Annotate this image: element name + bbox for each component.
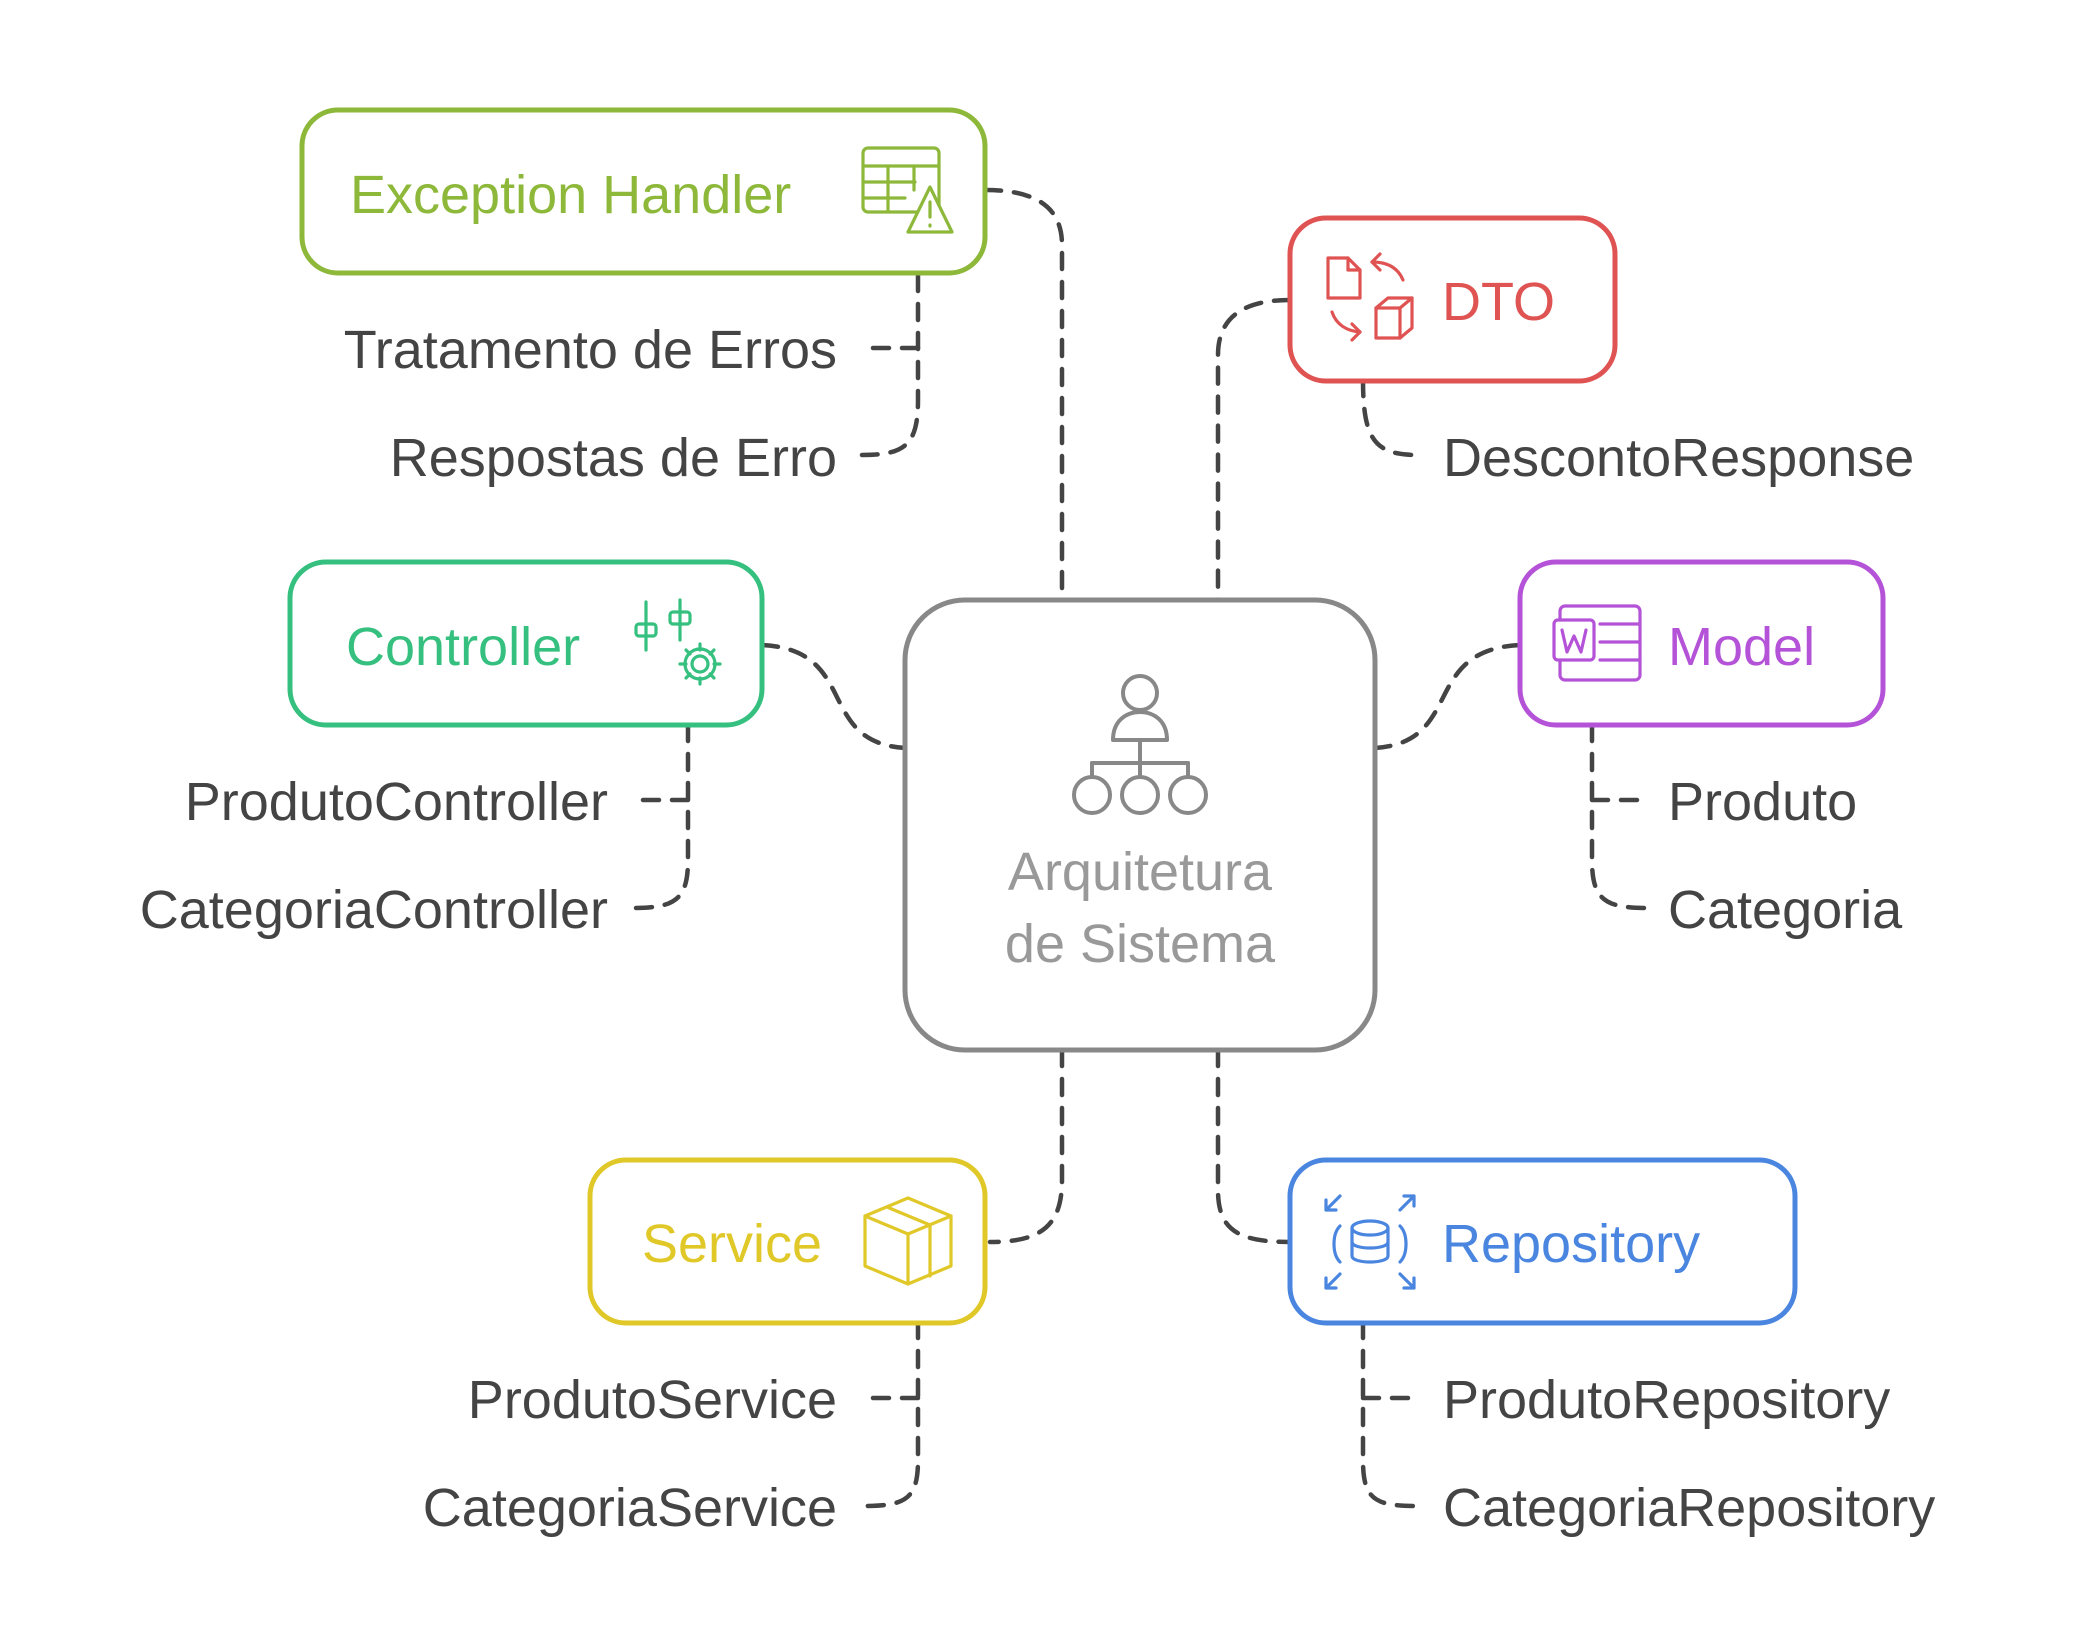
child-connector <box>859 1319 921 1509</box>
center-connectors <box>759 187 1523 1245</box>
center-node[interactable]: Arquitetura de Sistema <box>902 597 1378 1053</box>
node-repository-label: Repository <box>1442 1214 1700 1274</box>
child-label: Produto <box>1668 772 1857 832</box>
node-controller-label: Controller <box>346 617 580 677</box>
node-exception-handler-label: Exception Handler <box>350 165 791 225</box>
center-title-line2: de Sistema <box>1005 914 1276 974</box>
document-transform-icon <box>1326 252 1414 342</box>
node-exception-handler[interactable]: Exception Handler <box>299 107 988 276</box>
node-service[interactable]: Service <box>587 1157 988 1326</box>
connector-dto <box>1215 297 1293 603</box>
connector-service <box>987 1047 1065 1245</box>
node-dto-label: DTO <box>1442 272 1555 332</box>
connector-controller <box>759 642 908 751</box>
child-label: ProdutoController <box>185 772 608 832</box>
database-expand-icon <box>1324 1194 1416 1290</box>
word-document-icon <box>1552 604 1642 682</box>
box-icon <box>863 1196 953 1286</box>
node-service-label: Service <box>642 1214 822 1274</box>
child-label: DescontoResponse <box>1443 428 1914 488</box>
child-label: ProdutoService <box>468 1370 837 1430</box>
child-label: Respostas de Erro <box>390 428 837 488</box>
node-model[interactable]: Model <box>1517 559 1886 728</box>
child-label: Tratamento de Erros <box>344 320 837 380</box>
node-controller[interactable]: Controller <box>287 559 765 728</box>
child-connector <box>1360 1319 1421 1509</box>
node-repository[interactable]: Repository <box>1287 1157 1798 1326</box>
center-title-line1: Arquitetura <box>1008 842 1273 902</box>
table-warning-icon <box>861 146 954 234</box>
child-connectors <box>629 272 1651 1509</box>
child-label: CategoriaController <box>140 880 608 940</box>
child-connector <box>1589 722 1651 911</box>
connector-exception-handler <box>982 187 1065 603</box>
org-chart-icon <box>1072 674 1208 815</box>
connector-model <box>1372 642 1523 751</box>
sliders-gear-icon <box>634 598 722 686</box>
child-connector <box>629 722 691 911</box>
connector-repository <box>1215 1047 1293 1245</box>
node-dto[interactable]: DTO <box>1287 215 1618 384</box>
child-connector <box>859 272 921 458</box>
child-label: ProdutoRepository <box>1443 1370 1890 1430</box>
child-connector <box>1360 377 1421 458</box>
node-model-label: Model <box>1668 617 1815 677</box>
child-label: CategoriaService <box>423 1478 837 1538</box>
child-label: Categoria <box>1668 880 1903 940</box>
child-label: CategoriaRepository <box>1443 1478 1935 1538</box>
